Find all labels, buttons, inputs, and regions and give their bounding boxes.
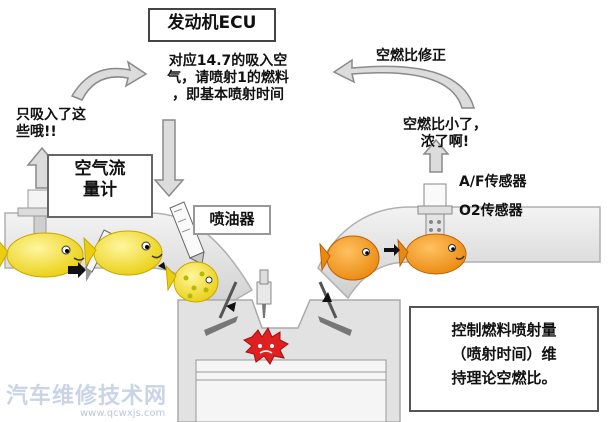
fuel-injector-icon — [169, 201, 205, 265]
watermark-url: www.qcwxjs.com — [80, 408, 166, 419]
injector-box — [193, 205, 271, 235]
to-ecu-arrow — [70, 60, 148, 101]
air-fish-2 — [83, 230, 163, 276]
af-sensor-label: A/F传感器 — [459, 174, 527, 190]
af-correction-label: 空燃比修正 — [376, 48, 446, 64]
ecu-down-arrow — [153, 119, 185, 198]
intake-note: 只吸入了这 些哦!! — [16, 107, 86, 141]
control-summary-box — [409, 306, 599, 412]
correction-arrow — [332, 58, 475, 109]
intake-valve — [204, 281, 238, 336]
rich-mixture-note: 空燃比小了， 浓了啊! — [403, 117, 487, 151]
fuel-mixed-fish — [165, 261, 219, 303]
o2-sensor-label: O2传感器 — [459, 203, 523, 219]
exhaust-fish-1 — [319, 235, 380, 281]
injector-label: 喷油器 — [209, 210, 255, 228]
combustion-flame-icon — [242, 326, 289, 365]
air-flow-meter-label: 空气流 量计 — [74, 159, 126, 200]
control-summary-text: 控制燃料喷射量 （喷射时间）维 持理论空燃比。 — [451, 321, 557, 387]
flow-arrows — [68, 244, 400, 312]
exhaust-fish-2 — [397, 233, 467, 275]
ecu-instruction-text: 对应14.7的吸入空 气，请喷射1的燃料 ，即基本喷射时间 — [167, 53, 289, 104]
sensor-up-arrow — [422, 138, 450, 173]
air-flow-meter-box — [47, 154, 153, 218]
spark-plug-icon — [256, 269, 272, 318]
watermark-text: 汽车维修技术网 — [6, 384, 168, 409]
ecu-box — [148, 8, 276, 42]
piston — [195, 359, 387, 422]
ecu-title: 发动机ECU — [167, 13, 257, 33]
air-fish-1 — [0, 232, 85, 278]
